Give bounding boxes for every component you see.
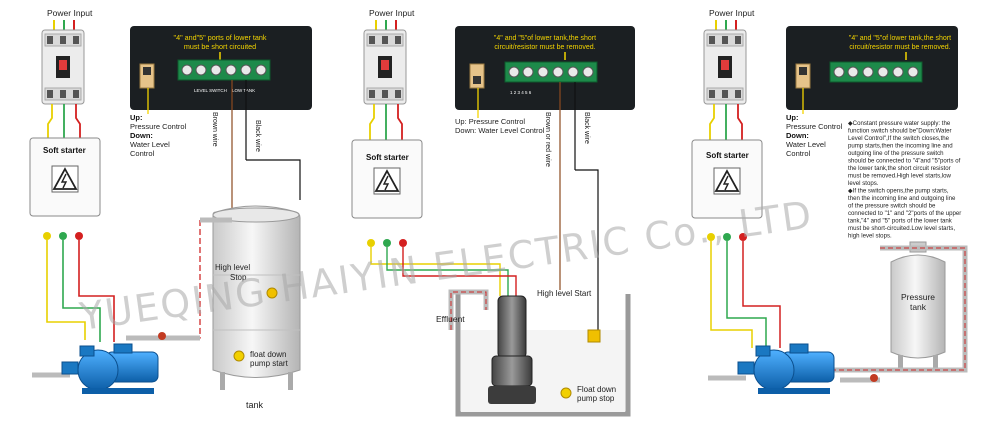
switch-down-desc: Water Level [130,140,170,149]
power-input-label-2: Power Input [369,8,415,18]
panel-2: Power Input Soft starter "4" and "5"of l… [351,8,635,417]
soft-starter-label-3: Soft starter [706,151,749,160]
terminal-block-2 [504,61,598,83]
panel-3-note-line-2: circuit/resistor must be removed. [849,44,950,51]
low-float [233,350,245,362]
panel-3-note-line-1: "4" and "5"of lower tank,the short [849,35,951,42]
description-block: ◆Constant pressure water supply: the fun… [848,120,961,240]
port-numbers-2: 1 2 3 4 5 6 [510,90,532,95]
port-label-level-switch: LEVEL SWITCH [194,88,227,93]
desc-line: ◆Constant pressure water supply: the [848,120,951,127]
switch-up-label: Up: [130,113,143,122]
circuit-breaker [41,29,85,105]
black-wire-label-2: Black wire [583,112,590,144]
high-level-start-label: High level Start [537,289,592,298]
sump-pit [455,294,631,417]
power-input-label-3: Power Input [709,8,755,18]
switch-up-desc: Pressure Control [130,122,187,131]
pressure-tank-label-1: Pressure [901,292,935,302]
black-wire-label: Black wire [254,120,261,152]
pressure-tank-label-2: tank [910,302,927,312]
desc-line: the lower tank,the short circuit resisto… [848,165,951,172]
low-float-2 [560,387,572,399]
high-float [266,287,278,299]
submersible-pump [488,295,536,404]
desc-line: Level Control",If the switch closes,the [848,135,950,142]
desc-line: must be removed.High level starts,low [848,173,952,180]
circuit-breaker-3 [703,29,747,105]
desc-line: of the pressure switch should be [848,203,936,210]
panel-1-note-line-2: must be short circuited [184,42,256,51]
desc-line: pump starts,then the incoming line and [848,143,953,150]
panel-1-note-line-1: "4" and"5" ports of lower tank [174,33,267,42]
high-level-label: High level [215,263,250,272]
switch-down-desc-2: Control [130,149,155,158]
brown-red-wire-label: Brown or red wire [544,112,551,167]
switch-up-3: Up: [786,113,799,122]
surface-pump-3 [737,343,835,395]
terminal-block [177,59,271,81]
stop-label: Stop [230,273,247,282]
desc-line: connected to "1" and "2"ports of the upp… [848,210,961,217]
panel-3: Power Input Soft starter "4" and "5"of l… [691,8,968,395]
desc-line: level stops. [848,180,879,187]
switch-down-3: Down: [786,131,809,140]
tank-label: tank [246,400,264,410]
desc-line: ◆If the switch opens,the pump starts, [848,188,949,195]
high-float-2 [587,329,601,343]
desc-line: then the incoming line and outgoing line [848,195,956,202]
effluent-label: Effluent [436,314,465,324]
surface-pump [61,343,159,395]
desc-line: outgoing line of the pressure switch [848,150,944,157]
pump-stop-label: pump stop [577,394,615,403]
switch-down-desc2-3: Control [786,149,811,158]
panel-2-note-line-2: circuit/resistor must be removed. [494,44,595,51]
panel-1: Power Input Soft starter "4" and"5" port… [29,8,312,410]
circuit-breaker-2 [363,29,407,105]
switch-down-desc-3: Water Level [786,140,826,149]
power-input-label: Power Input [47,8,93,18]
desc-line: should be connected to "4"and "5"ports o… [848,158,961,165]
switch-up-2: Up: Pressure Control [455,117,525,126]
terminal-block-3 [829,61,923,83]
switch-up-desc-3: Pressure Control [786,122,843,131]
desc-line: function switch should be"Down:Water [848,128,952,135]
desc-line: high level stops. [848,233,892,240]
desc-line: must be short-circuited.Low level starts… [848,225,955,232]
float-down-label: float down [250,350,286,359]
brown-wire-label: Brown wire [211,112,218,147]
soft-starter-box-2 [351,139,423,219]
port-label-low-tank: LOW TANK [232,88,255,93]
float-down-label-2: Float down [577,385,616,394]
panel-2-note-line-1: "4" and "5"of lower tank,the short [494,35,596,42]
switch-down-label: Down: [130,131,153,140]
desc-line: tank,"4" and "5" ports of the lower tank [848,218,953,225]
pump-start-label: pump start [250,359,289,368]
switch-down-2: Down: Water Level Control [455,126,545,135]
soft-starter-label-2: Soft starter [366,153,409,162]
soft-starter-label: Soft starter [43,146,86,155]
